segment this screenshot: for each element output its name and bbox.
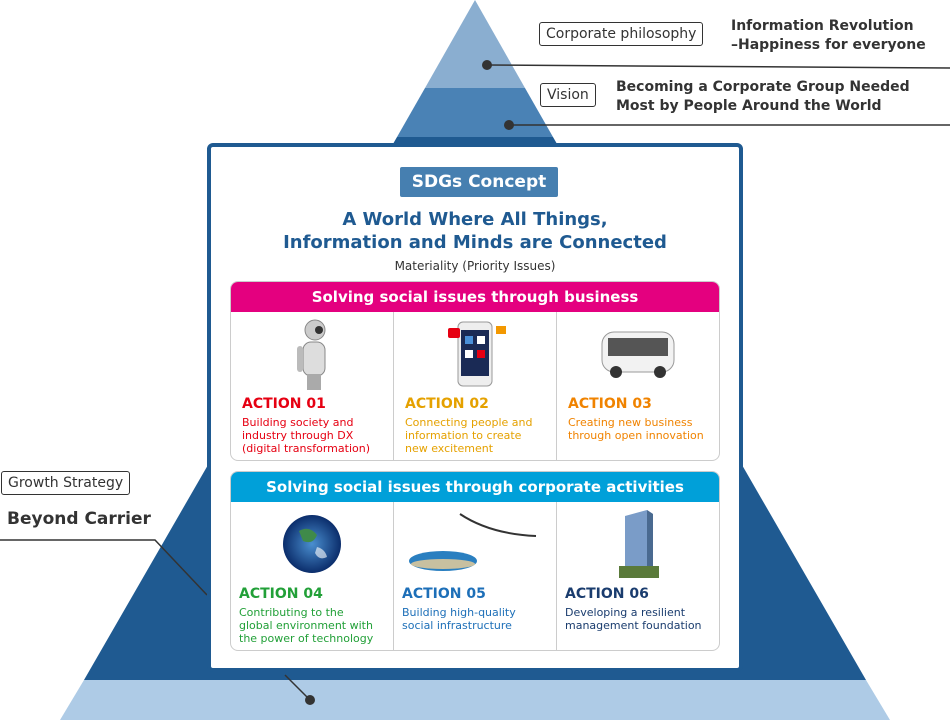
philosophy-dot — [482, 60, 492, 70]
base-connector — [284, 674, 311, 701]
autonomous-bus-image — [557, 316, 719, 392]
vision-dot — [504, 120, 514, 130]
action-number: ACTION 01 — [242, 396, 326, 412]
action-description-line: (digital transformation) — [242, 442, 371, 455]
action-number: ACTION 03 — [568, 396, 652, 412]
action-description-line: Developing a resilient — [565, 606, 686, 619]
materiality-label: Materiality (Priority Issues) — [394, 259, 556, 273]
action-number: ACTION 02 — [405, 396, 489, 412]
philosophy-line: Information Revolution — [731, 18, 914, 34]
pyramid-philosophy-layer — [425, 0, 525, 88]
office-tower-image — [557, 506, 719, 582]
philosophy-line: –Happiness for everyone — [731, 37, 926, 53]
growth-label: Growth Strategy — [1, 471, 131, 495]
business-panel-title: Solving social issues through business — [231, 282, 719, 312]
action-number: ACTION 06 — [565, 586, 649, 602]
robot-image — [231, 316, 393, 392]
sdgs-concept-box: SDGs Concept A World Where All Things,In… — [207, 143, 743, 672]
pyramid-base-layer — [60, 680, 890, 720]
action-description-line: the power of technology — [239, 632, 374, 645]
corporate-panel: Solving social issues through corporate … — [230, 471, 720, 651]
action-number: ACTION 05 — [402, 586, 486, 602]
sdgs-badge: SDGs Concept — [400, 167, 558, 197]
headline-line: A World Where All Things, — [342, 209, 608, 230]
business-panel: Solving social issues through business A… — [230, 281, 720, 461]
action-description-line: industry through DX — [242, 429, 354, 442]
action-description-line: Building society and — [242, 416, 354, 429]
growth-text: Beyond Carrier — [7, 509, 151, 529]
philosophy-label: Corporate philosophy — [539, 22, 704, 46]
sdgs-headline: A World Where All Things,Information and… — [211, 208, 739, 254]
vision-line: Becoming a Corporate Group Needed — [616, 79, 910, 95]
action-description-line: Creating new business — [568, 416, 693, 429]
base-dot — [305, 695, 315, 705]
action-description-line: information to create — [405, 429, 522, 442]
philosophy-connector — [486, 64, 950, 69]
earth-globe-image — [231, 506, 393, 582]
action-description-line: social infrastructure — [402, 619, 512, 632]
vision-label: Vision — [540, 83, 596, 107]
headline-line: Information and Minds are Connected — [283, 232, 667, 253]
airship-hapsmobile-image — [394, 506, 556, 582]
smartphone-apps-image — [394, 316, 556, 392]
philosophy-text: Information Revolution –Happiness for eve… — [731, 17, 926, 55]
action-number: ACTION 04 — [239, 586, 323, 602]
action-description-line: Building high-quality — [402, 606, 516, 619]
vision-line: Most by People Around the World — [616, 98, 882, 114]
corporate-panel-title: Solving social issues through corporate … — [231, 472, 719, 502]
action-description-line: new excitement — [405, 442, 494, 455]
action-description-line: management foundation — [565, 619, 702, 632]
pyramid-vision-layer — [397, 88, 553, 137]
action-description-line: global environment with — [239, 619, 373, 632]
action-description-line: Connecting people and — [405, 416, 533, 429]
action-description-line: through open innovation — [568, 429, 704, 442]
action-description-line: Contributing to the — [239, 606, 344, 619]
growth-connector — [0, 539, 208, 596]
